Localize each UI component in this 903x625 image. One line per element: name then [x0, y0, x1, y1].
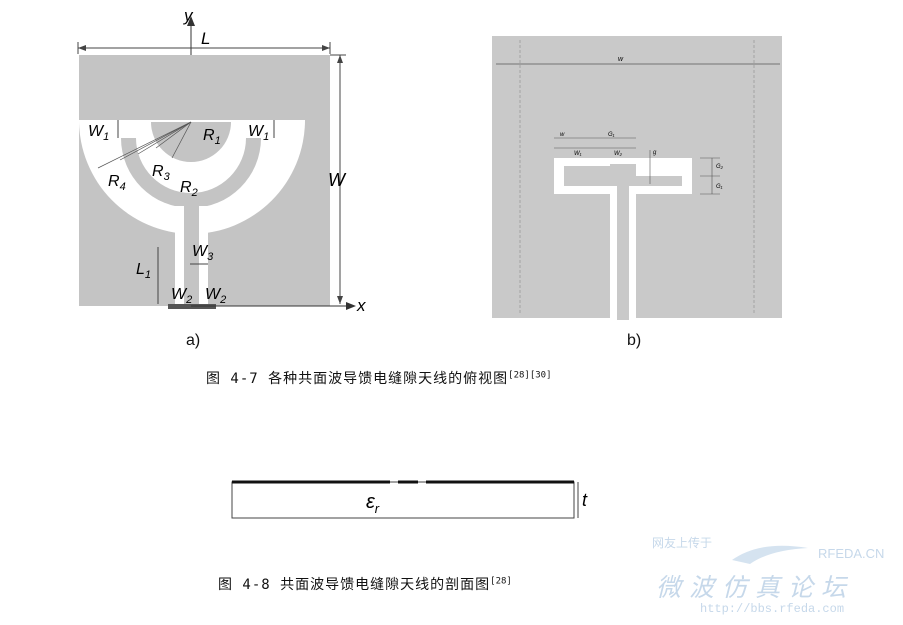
substrate: [231, 481, 575, 519]
inner-slot: [136, 138, 246, 193]
dim-W-label: W: [328, 170, 347, 190]
caption-figure-4-7: 图 4-7 各种共面波导馈电缝隙天线的俯视图[28][30]: [206, 368, 552, 388]
label-g: g: [653, 150, 657, 156]
antenna-figure-b: w w G₁ W₁ W₂ g G₂ G₁: [492, 36, 782, 320]
caption-4-8-text: 图 4-8 共面波导馈电缝隙天线的剖面图: [218, 577, 491, 593]
x-axis-arrow: [346, 302, 356, 310]
caption-4-8-refs: [28]: [490, 576, 512, 587]
R2-label: R2: [180, 179, 198, 199]
feed-signal-b: [617, 184, 629, 320]
thickness-label: t: [582, 490, 588, 510]
figure-a-sublabel: a): [186, 332, 201, 349]
R3-label: R3: [152, 163, 171, 183]
label-w-b: w: [560, 132, 565, 138]
caption-4-7-text: 图 4-7 各种共面波导馈电缝隙天线的俯视图: [206, 371, 509, 387]
dim-W-arrow-bottom: [337, 296, 343, 304]
W3-label: W3: [192, 243, 214, 263]
radius-lines: [97, 121, 192, 169]
watermark-forum-name: 微波仿真论坛: [656, 573, 855, 602]
L1-label: L1: [136, 261, 151, 281]
W2-left-label: W2: [171, 286, 192, 306]
W2-right-label: W2: [205, 286, 226, 306]
stub-patch: [610, 164, 636, 178]
y-axis-arrow: [187, 16, 195, 26]
top-band: [79, 55, 330, 120]
label-W1-b: W₁: [574, 151, 582, 157]
dim-L-arrow-right: [322, 45, 330, 51]
dim-L-label: L: [201, 29, 210, 48]
watermark-logo-icon: [732, 545, 808, 564]
dim-w-label: w: [618, 56, 624, 63]
R1-label: R1: [203, 127, 221, 147]
caption-figure-4-8: 图 4-8 共面波导馈电缝隙天线的剖面图[28]: [218, 574, 512, 594]
label-Gs: G₁: [608, 132, 615, 138]
y-axis-label: y: [183, 6, 194, 25]
figure-b-sublabel: b): [627, 332, 642, 349]
feed-strip-right: [199, 206, 208, 220]
epsilon-label: εr: [366, 491, 380, 516]
antenna-figure-a: y L x W W1 W1 R1 R3 R2 R4: [77, 6, 366, 315]
caption-4-7-refs: [28][30]: [508, 370, 552, 381]
R4-label: R4: [108, 173, 126, 193]
watermark-upload-text: 网友上传于: [652, 536, 713, 550]
dim-L-arrow-left: [78, 45, 86, 51]
watermark-url: http://bbs.rfeda.com: [700, 602, 845, 616]
feed-line: [184, 200, 199, 306]
W1-left-label: W1: [88, 123, 109, 143]
label-G1: G₁: [716, 184, 723, 190]
annotations-b: [554, 137, 720, 195]
slot-inner-white: [636, 166, 682, 176]
label-W2-b: W₂: [614, 151, 623, 157]
watermark: 网友上传于 RFEDA.CN 微波仿真论坛 http://bbs.rfeda.c…: [640, 534, 890, 622]
watermark-brand: RFEDA.CN: [818, 546, 885, 561]
dim-W-arrow-top: [337, 55, 343, 63]
W1-right-label: W1: [248, 123, 269, 143]
cross-section-figure: εr t: [231, 480, 588, 519]
x-axis-label: x: [356, 296, 366, 315]
feed-strip-left: [175, 206, 184, 220]
label-G2: G₂: [716, 164, 724, 170]
